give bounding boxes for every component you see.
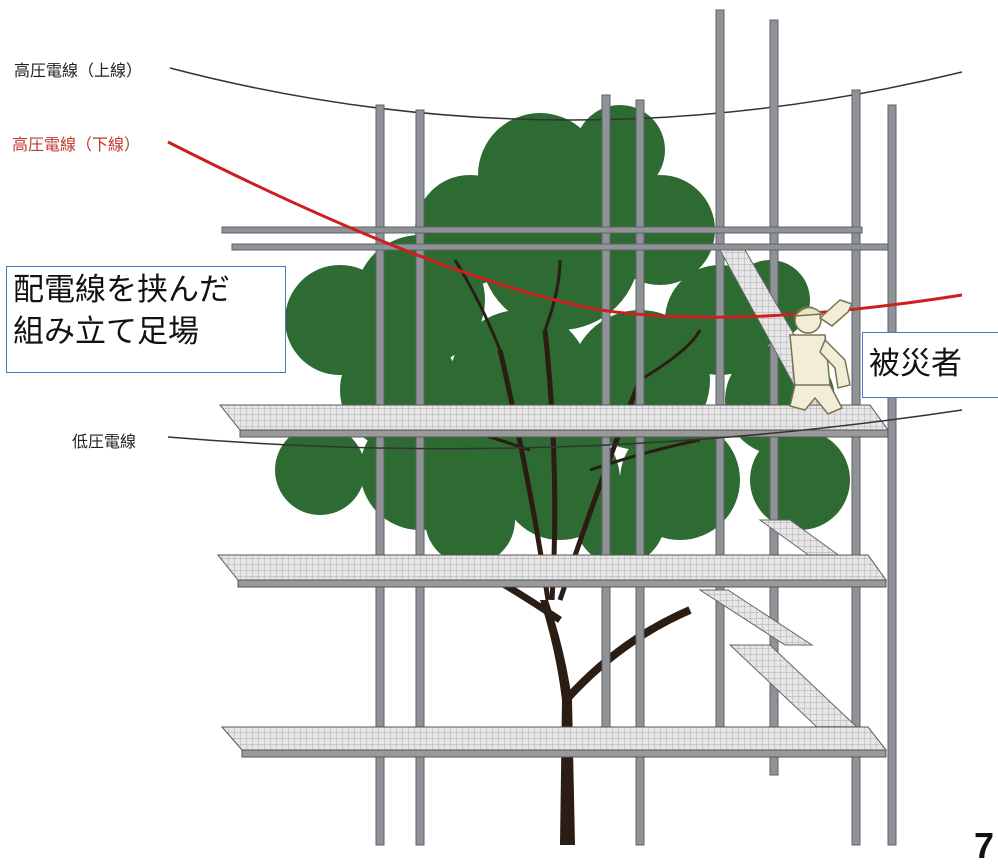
hv-lower-wire-label: 高圧電線（下線）: [12, 135, 141, 154]
victim-callout: 被災者: [862, 332, 998, 398]
worker-figure: [789, 299, 854, 415]
tree-foliage: [275, 105, 850, 565]
scaffold-ledgers: [221, 226, 889, 251]
lv-wire-label: 低圧電線: [72, 432, 137, 451]
scaffold-callout-line2: 組み立て足場: [13, 314, 199, 350]
scaffold-callout: 配電線を挟んだ 組み立て足場: [6, 266, 286, 373]
hv-lower-wire: [167, 140, 963, 319]
hv-upper-wire-label: 高圧電線（上線）: [14, 61, 143, 80]
hv-upper-wire: [169, 67, 963, 121]
page-number: 7: [973, 825, 994, 866]
lv-wire: [167, 409, 963, 450]
scaffold-callout-line1: 配電線を挟んだ: [13, 272, 230, 308]
scaffold-platforms: [216, 404, 889, 758]
